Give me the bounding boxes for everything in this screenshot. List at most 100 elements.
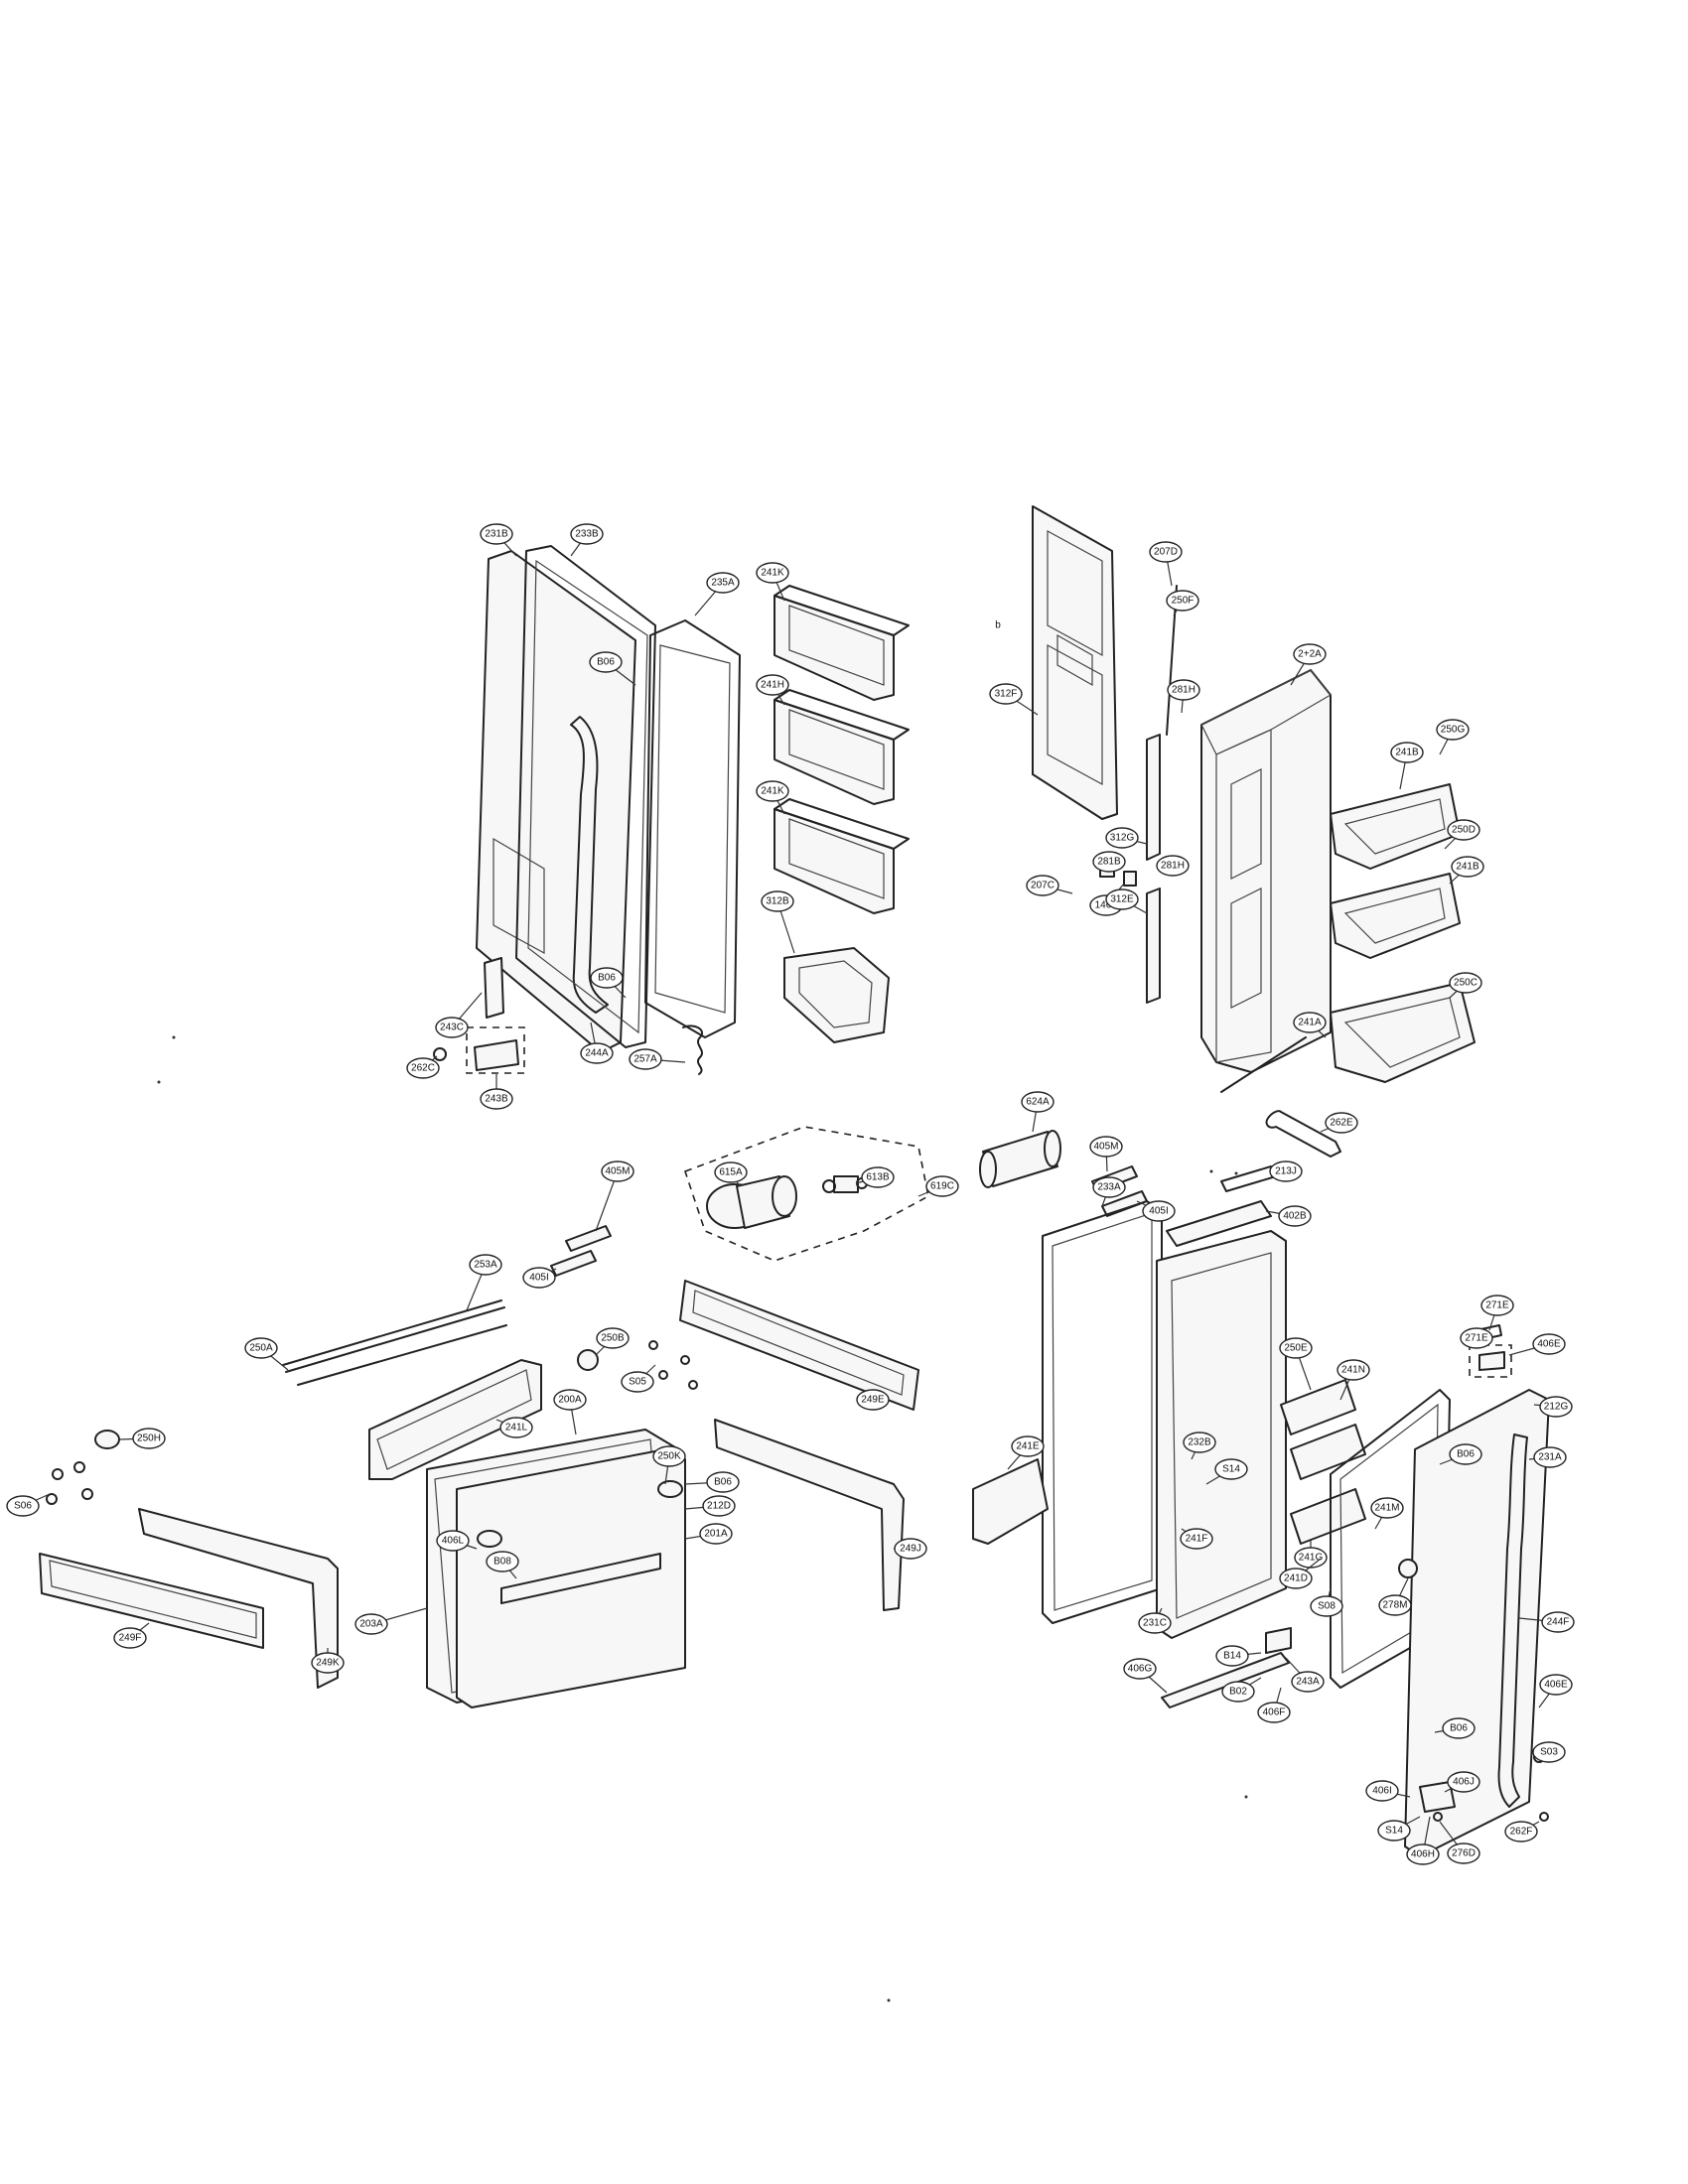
callout-bubble xyxy=(354,1613,388,1635)
hinge-box-271e xyxy=(1469,1344,1512,1378)
callout-bubble xyxy=(1183,1432,1216,1453)
callout-bubble xyxy=(989,683,1023,705)
callout-label: 278M xyxy=(1382,1600,1407,1611)
callout-label: S05 xyxy=(629,1377,646,1388)
rail-253a-edge xyxy=(285,1306,505,1373)
callout-bubble xyxy=(925,1175,959,1197)
left-door-gasket xyxy=(515,545,656,1048)
callout-243c: 243C xyxy=(435,992,483,1038)
callout-406e-2: 406E xyxy=(1538,1674,1573,1708)
callout-label: 233A xyxy=(1097,1182,1121,1193)
callout-bubble xyxy=(1293,1012,1327,1033)
callout-bubble xyxy=(1480,1295,1514,1316)
callout-bubble xyxy=(480,523,513,545)
callout-bubble xyxy=(856,1389,890,1411)
hinge-spring xyxy=(682,1024,703,1075)
callout-label: 312B xyxy=(766,896,789,907)
callout-s14-1: S14 xyxy=(1205,1458,1248,1485)
filter-boundary-619c xyxy=(683,1126,929,1262)
screw-276d xyxy=(1433,1812,1443,1822)
callout-label: 250B xyxy=(601,1333,625,1344)
callout-241l: 241L xyxy=(495,1417,533,1438)
callout-405i-1: 405I xyxy=(1136,1200,1176,1222)
callout-bubble xyxy=(1180,1528,1213,1550)
callout-bubble xyxy=(311,1652,345,1674)
top-part-402b xyxy=(1166,1200,1272,1247)
callout-bubble xyxy=(652,1445,686,1467)
callout-b08-4: B08 xyxy=(486,1551,519,1579)
callout-label: 212D xyxy=(707,1501,731,1512)
callout-label: 231B xyxy=(485,529,508,540)
right-door-bin-3 xyxy=(1330,982,1476,1083)
callout-s06: S06 xyxy=(6,1493,51,1517)
callout-bubble xyxy=(1026,875,1059,896)
screws-s05 xyxy=(648,1340,698,1390)
callout-label: S03 xyxy=(1540,1747,1558,1758)
callout-243a: 243A xyxy=(1285,1657,1325,1693)
callout-241e: 241E xyxy=(1007,1435,1045,1470)
callout-label: 241B xyxy=(1456,862,1479,873)
callout-label: 281B xyxy=(1097,857,1121,868)
filter-cartridge-624a xyxy=(979,1130,1061,1188)
callout-bubble xyxy=(469,1254,502,1276)
callout-bubble xyxy=(1365,1780,1399,1802)
callout-label: 405M xyxy=(1093,1142,1118,1153)
callout-241h: 241H xyxy=(756,674,789,706)
callout-bubble xyxy=(1105,827,1139,849)
callout-bubble xyxy=(1449,1443,1482,1465)
callout-label: 253A xyxy=(474,1260,497,1271)
callout-bubble xyxy=(553,1389,587,1411)
callout-label: 250C xyxy=(1454,978,1477,989)
callout-312g: 312G xyxy=(1105,827,1148,849)
rail-406g xyxy=(1161,1652,1290,1708)
bin-241n xyxy=(1290,1424,1366,1480)
dispenser-panel-312f xyxy=(1032,505,1118,820)
callout-b06-2: B06 xyxy=(590,967,627,999)
callout-label: 615A xyxy=(719,1167,743,1178)
callout-281h-2: 281H xyxy=(1156,855,1190,877)
callout-200a: 200A xyxy=(553,1389,587,1435)
callout-241a: 241A xyxy=(1293,1012,1327,1038)
callout-bubble xyxy=(1167,679,1200,701)
callout-bubble xyxy=(1325,1112,1358,1134)
part-278m xyxy=(1398,1559,1418,1578)
callout-243b: 243B xyxy=(480,1074,513,1110)
callout-624a: 624A xyxy=(1021,1091,1055,1133)
callout-label: 257A xyxy=(633,1054,657,1065)
callout-label: 271E xyxy=(1465,1333,1488,1344)
callout-bubble xyxy=(1156,855,1190,877)
callout-bubble xyxy=(1149,541,1183,563)
callout-label: 249K xyxy=(316,1658,340,1669)
callout-406f: 406F xyxy=(1257,1687,1291,1723)
callout-label: 241H xyxy=(761,680,784,691)
callout-249f: 249F xyxy=(113,1622,150,1649)
callout-label: B08 xyxy=(493,1557,511,1568)
callout-label: 201A xyxy=(704,1529,728,1540)
callout-label: S14 xyxy=(1222,1464,1240,1475)
callout-bubble xyxy=(756,780,789,802)
callout-bubble xyxy=(1293,643,1327,665)
callout-label: 241G xyxy=(1299,1553,1324,1564)
door-bin-3 xyxy=(774,798,910,914)
hinge-243a xyxy=(1265,1627,1292,1654)
door-bin-1 xyxy=(774,585,910,701)
top-part-213j xyxy=(1220,1165,1277,1192)
callout-bubble xyxy=(244,1337,278,1359)
right-door-bin-2 xyxy=(1330,873,1461,959)
callout-207d: 207D xyxy=(1149,541,1183,587)
callout-253a: 253A xyxy=(466,1254,502,1311)
callout-bubble xyxy=(486,1551,519,1572)
callout-406l: 406L xyxy=(436,1530,478,1552)
callout-label: 276D xyxy=(1452,1848,1476,1859)
callout-label: 624A xyxy=(1026,1097,1050,1108)
callout-bubble xyxy=(1310,1595,1343,1617)
callout-bubble xyxy=(1451,856,1484,878)
callout-label: 406E xyxy=(1537,1339,1561,1350)
callout-231b: 231B xyxy=(480,523,517,557)
callout-250e: 250E xyxy=(1279,1337,1313,1391)
callout-bubble xyxy=(861,1166,895,1188)
rail-405i-b xyxy=(550,1250,597,1277)
callout-235a: 235A xyxy=(694,572,740,616)
screw-262f xyxy=(1539,1812,1549,1822)
